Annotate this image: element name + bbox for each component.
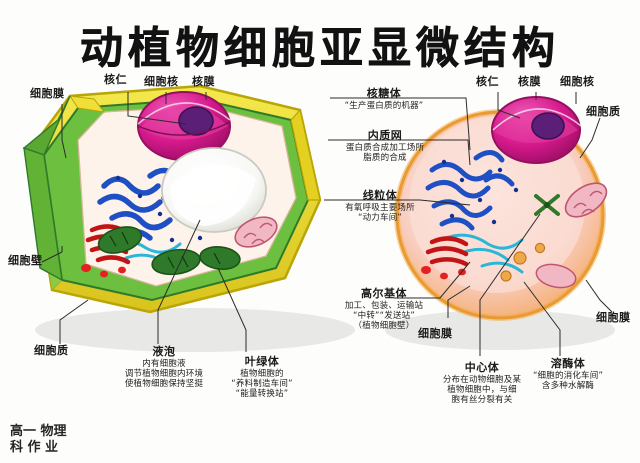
- label-head: 细胞核: [560, 75, 595, 88]
- label-sub-2: 植物细胞中，与细: [447, 384, 517, 395]
- label-sub-2: “养料制造车间”: [231, 378, 293, 389]
- label-cell-membrane-left: 细胞膜: [30, 87, 65, 101]
- label-ribosome: 核糖体 “生产蛋白质的机器”: [336, 87, 432, 111]
- page-title: 动植物细胞亚显微结构: [80, 24, 560, 75]
- label-head: 中心体: [464, 361, 500, 374]
- label-head: 核膜: [518, 75, 541, 88]
- label-sub-1: 有氧呼吸主要场所: [345, 202, 415, 213]
- label-lysosome: 溶酶体 “细胞的消化车间” 含多种水解酶: [512, 357, 624, 391]
- label-nucleolus-right: 核仁: [476, 75, 499, 89]
- label-head: 细胞壁: [8, 254, 43, 267]
- label-sub-1: 蛋白质合成加工场所: [345, 142, 425, 153]
- label-head: 叶绿体: [244, 355, 280, 368]
- label-sub-1: “生产蛋白质的机器”: [344, 100, 424, 111]
- label-endoplasmic-reticulum: 内质网 蛋白质合成加工场所 脂质的合成: [332, 129, 438, 163]
- label-chloroplast: 叶绿体 植物细胞的 “养料制造车间” “能量转换站”: [212, 355, 312, 399]
- label-mitochondrion: 线粒体 有氧呼吸主要场所 “动力车间”: [328, 189, 432, 223]
- label-head: 细胞质: [34, 344, 69, 357]
- label-vacuole: 液泡 内有细胞液 调节植物细胞内环境 使植物细胞保持坚挺: [108, 345, 220, 389]
- label-cell-wall: 细胞壁: [8, 254, 43, 268]
- label-head: 细胞质: [586, 105, 621, 118]
- label-sub-1: “细胞的消化车间”: [532, 370, 604, 381]
- label-sub-3: 胞有丝分裂有关: [451, 395, 513, 405]
- label-sub-2: 脂质的合成: [363, 152, 407, 163]
- label-cell-membrane-far-right: 细胞膜: [596, 311, 631, 325]
- label-head: 内质网: [367, 129, 403, 142]
- label-cytoplasm-left: 细胞质: [34, 344, 69, 358]
- label-sub-3: 使植物细胞保持坚挺: [124, 379, 204, 389]
- label-centrosome: 中心体 分布在动物细胞及某 植物细胞中，与细 胞有丝分裂有关: [424, 361, 540, 405]
- label-sub-2: “动力车间”: [357, 212, 402, 223]
- label-head: 细胞膜: [418, 327, 453, 340]
- label-head: 线粒体: [362, 189, 398, 202]
- label-sub-3: “能量转换站”: [235, 389, 289, 399]
- label-sub-1: 分布在动物细胞及某: [442, 374, 522, 385]
- label-cytoplasm-right: 细胞质: [586, 105, 621, 119]
- label-head: 核仁: [104, 73, 127, 86]
- label-sub-3: （植物细胞壁）: [353, 321, 415, 331]
- corner-note: 高一 物理 科 作 业: [10, 424, 67, 456]
- label-sub-1: 植物细胞的: [240, 368, 284, 379]
- label-head: 细胞膜: [30, 87, 65, 100]
- label-head: 高尔基体: [361, 287, 407, 300]
- label-golgi: 高尔基体 加工、包装、运输站 “中转”“发送站” （植物细胞壁）: [330, 287, 438, 331]
- label-nuclear-envelope-right: 核膜: [518, 75, 541, 89]
- label-nuclear-envelope-left: 核膜: [192, 75, 215, 89]
- label-sub-2: 含多种水解酶: [541, 380, 595, 391]
- label-head: 细胞膜: [596, 311, 631, 324]
- label-head: 核仁: [476, 75, 499, 88]
- label-head: 细胞核: [144, 75, 179, 88]
- label-sub-2: 调节植物细胞内环境: [124, 368, 204, 379]
- label-sub-1: 内有细胞液: [142, 358, 186, 369]
- label-cell-membrane-right: 细胞膜: [418, 327, 453, 341]
- label-head: 核糖体: [366, 87, 402, 100]
- label-sub-2: “中转”“发送站”: [353, 310, 415, 321]
- label-head: 核膜: [192, 75, 215, 88]
- label-head: 液泡: [152, 345, 176, 358]
- label-nucleolus: 核仁: [104, 73, 127, 87]
- label-nucleus-right: 细胞核: [560, 75, 595, 89]
- label-nucleus-left: 细胞核: [144, 75, 179, 89]
- label-head: 溶酶体: [550, 357, 586, 370]
- label-sub-1: 加工、包装、运输站: [344, 300, 424, 311]
